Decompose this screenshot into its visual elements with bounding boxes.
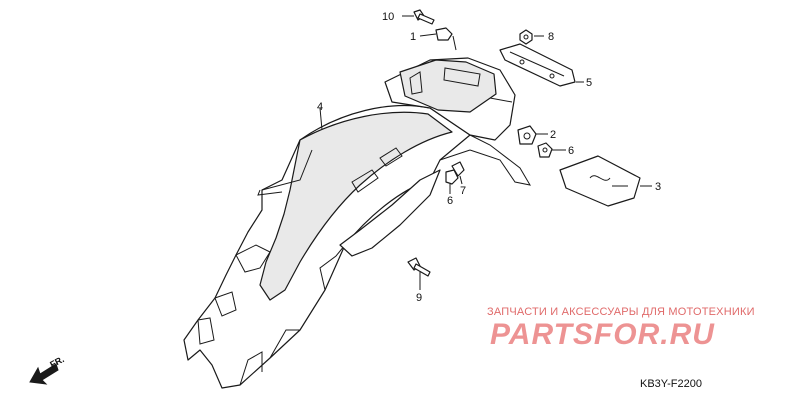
label-part-3 — [559, 155, 641, 207]
callout-6-lower: 6 — [447, 195, 453, 207]
diagram-code: KB3Y-F2200 — [640, 378, 702, 390]
nut-part-6-right — [537, 142, 553, 158]
callout-9: 9 — [416, 292, 422, 304]
leader-lines — [319, 15, 652, 290]
callout-4: 4 — [317, 101, 323, 113]
callout-7: 7 — [460, 185, 466, 197]
callout-8: 8 — [548, 31, 554, 43]
watermark-logo: PARTSFOR.RU — [490, 318, 715, 351]
callout-2: 2 — [550, 129, 556, 141]
washer-part-1 — [435, 27, 453, 41]
callout-1: 1 — [410, 31, 416, 43]
callout-10: 10 — [382, 11, 394, 23]
grommet-part-2 — [517, 125, 537, 145]
callout-3: 3 — [655, 181, 661, 193]
callout-5: 5 — [586, 77, 592, 89]
front-arrow-label: FR. — [48, 354, 65, 370]
watermark-tagline: ЗАПЧАСТИ И АКСЕССУАРЫ ДЛЯ МОТОТЕХНИКИ — [487, 306, 755, 318]
front-direction-arrow: FR. — [29, 354, 66, 385]
callout-6-right: 6 — [568, 145, 574, 157]
bolt-part-9 — [407, 257, 431, 277]
fender-upper-tray — [339, 57, 531, 257]
rear-fender — [183, 105, 471, 389]
callout-labels: 10 1 8 5 4 2 6 3 7 6 9 — [317, 11, 661, 304]
nut-part-6-lower — [445, 169, 459, 185]
bolt-part-10 — [413, 9, 435, 25]
nut-part-8 — [519, 29, 533, 45]
bracket-plate — [499, 43, 576, 87]
